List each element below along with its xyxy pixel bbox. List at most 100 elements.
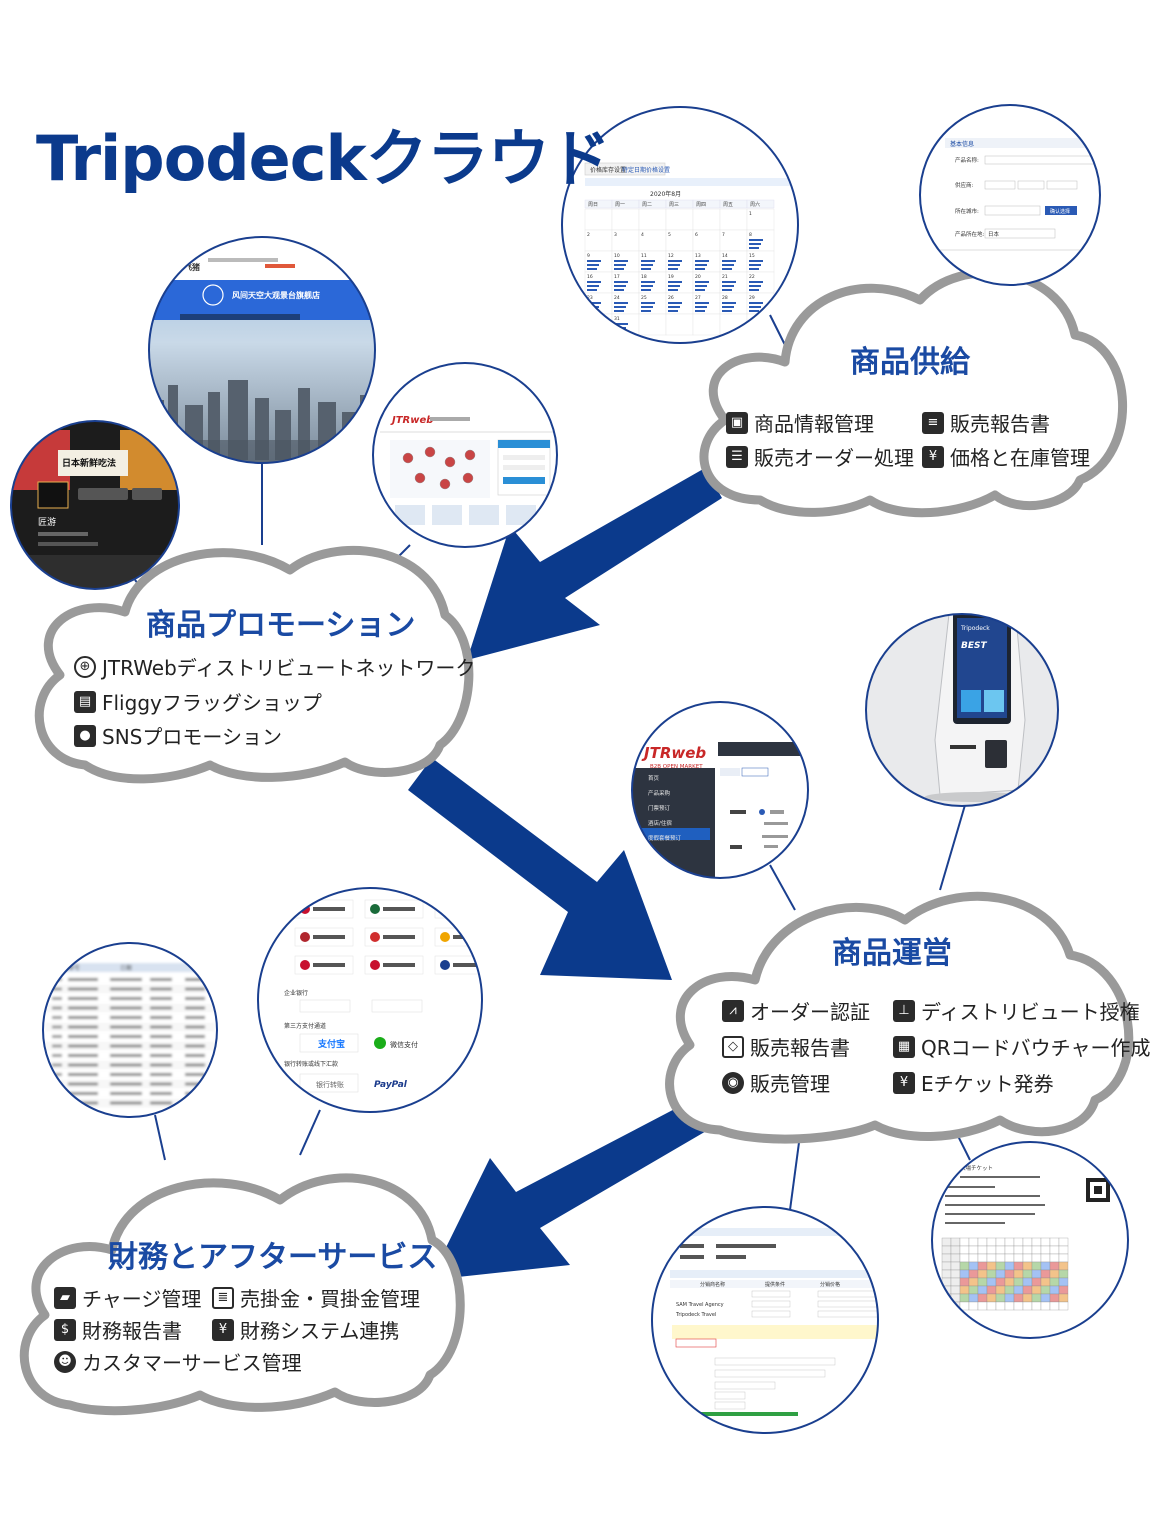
- orders-cell: [68, 1073, 98, 1076]
- voucher-grid-cell: [968, 1237, 979, 1247]
- calendar-price-mark: [749, 281, 763, 283]
- dist-header-3: 分销价格: [820, 1281, 840, 1288]
- orders-cell: [185, 1006, 205, 1010]
- calendar-price-mark: [695, 310, 705, 312]
- voucher-grid-cell: [1022, 1245, 1033, 1255]
- jtrweb-brand: JTRweb: [390, 415, 433, 426]
- fliggy-store-thumbnail: 飞猪 风间天空大观景台旗舰店: [148, 236, 376, 464]
- voucher-grid-cell: [1040, 1237, 1051, 1247]
- voucher-grid-cell: [1040, 1285, 1051, 1295]
- orders-cell: [185, 1025, 205, 1029]
- orders-cell: [52, 1054, 62, 1057]
- voucher-grid-cell: [986, 1285, 997, 1295]
- voucher-thumbnail: 入場チケット: [931, 1141, 1129, 1339]
- b2b-menu-item: 首页: [648, 774, 660, 782]
- bank-logo-text: [383, 963, 415, 967]
- supply-item-product-info: ▣ 商品情報管理: [726, 408, 874, 437]
- voucher-grid-cell: [1040, 1245, 1051, 1255]
- voucher-grid-cell: [986, 1269, 997, 1279]
- voucher-grid-cell: [1040, 1269, 1051, 1279]
- promotion-item-jtrweb: ⊕ JTRWebディストリビュートネットワーク: [74, 652, 475, 681]
- calendar-price-mark: [641, 306, 653, 308]
- voucher-grid-cell: [1022, 1285, 1033, 1295]
- calendar-price-mark: [749, 239, 763, 241]
- calendar-price-mark: [749, 247, 759, 249]
- calendar-price-mark: [614, 310, 624, 312]
- voucher-grid-cell: [995, 1269, 1006, 1279]
- promotion-item-label: Fliggyフラッグショップ: [102, 691, 322, 715]
- calendar-weekday-label: 周六: [750, 201, 760, 208]
- voucher-grid-cell: [1031, 1285, 1042, 1295]
- voucher-grid-cell: [1058, 1261, 1069, 1271]
- voucher-grid-cell: [1004, 1261, 1015, 1271]
- voucher-grid-cell: [977, 1261, 988, 1271]
- calendar-price-mark: [587, 310, 597, 312]
- orders-header-1: 订单号: [62, 964, 80, 972]
- calendar-price-mark: [614, 289, 624, 291]
- voucher-grid-cell: [1031, 1293, 1042, 1303]
- wallet-icon: ▰: [54, 1286, 76, 1309]
- orders-cell: [150, 1073, 172, 1076]
- calendar-price-mark: [641, 268, 651, 270]
- voucher-grid-cell: [959, 1269, 970, 1279]
- sns-caption: 日本新鲜吃法: [62, 457, 116, 469]
- calendar-price-mark: [587, 289, 597, 291]
- orders-header-2: 日期: [120, 964, 132, 972]
- orders-cell: [68, 997, 98, 1000]
- calendar-price-mark: [614, 260, 628, 262]
- orders-cell: [110, 1035, 142, 1038]
- b2b-subtitle: B2B OPEN MARKET: [650, 764, 703, 770]
- payments-wechat: 微信支付: [390, 1040, 418, 1049]
- orders-cell: [185, 1016, 205, 1019]
- calendar-day-number: 18: [641, 274, 647, 280]
- calendar-price-mark: [641, 281, 655, 283]
- finance-item-receivables: ≣ 売掛金・買掛金管理: [212, 1283, 420, 1312]
- operation-item-label: 販売報告書: [750, 1036, 850, 1060]
- calendar-price-mark: [722, 281, 736, 283]
- cloud-shapes: [19, 268, 1134, 1416]
- calendar-day-cell: [746, 313, 775, 336]
- b2b-menu-item: 度假套餐预订: [648, 834, 682, 842]
- calendar-weekday-label: 周日: [588, 202, 598, 208]
- ledger-icon: ≣: [212, 1286, 234, 1309]
- calendar-price-mark: [722, 268, 732, 270]
- voucher-grid-cell: [1004, 1277, 1015, 1287]
- form-section: 基本信息: [950, 140, 974, 148]
- calendar-day-number: 20: [695, 274, 701, 280]
- orders-cell: [185, 1035, 205, 1038]
- distribution-thumbnail: 分销商名称 提供条件 分销价格 SAM Travel Agency Tripod…: [651, 1206, 879, 1434]
- calendar-price-mark: [614, 306, 626, 308]
- supply-cloud-title: 商品供給: [850, 345, 970, 380]
- bank-logo-mark: [300, 960, 310, 970]
- voucher-grid-cell: [1049, 1301, 1060, 1311]
- voucher-grid-cell: [1031, 1245, 1042, 1255]
- calendar-day-number: 22: [749, 274, 755, 280]
- calendar-day-cell: [638, 208, 667, 231]
- orders-cell: [110, 1006, 142, 1010]
- calendar-day-number: 17: [614, 274, 620, 280]
- payments-section-3: 银行转账或线下汇款: [284, 1060, 338, 1068]
- voucher-grid-cell: [959, 1237, 970, 1247]
- dist-row-1: SAM Travel Agency: [676, 1302, 724, 1308]
- storefront-icon: ▤: [74, 690, 96, 713]
- calendar-price-mark: [668, 306, 680, 308]
- voucher-grid-cell: [950, 1261, 961, 1271]
- orders-table-thumbnail: 订单号 日期: [42, 942, 218, 1118]
- orders-cell: [68, 1016, 98, 1019]
- bank-logo-mark: [370, 904, 380, 914]
- b2b-menu-item: 产品采购: [648, 789, 671, 797]
- voucher-grid-cell: [995, 1245, 1006, 1255]
- finance-item-system-link: ¥ 財務システム連携: [212, 1315, 399, 1344]
- voucher-grid-cell: [1022, 1277, 1033, 1287]
- orders-cell: [185, 987, 205, 991]
- voucher-grid-cell: [1040, 1301, 1051, 1311]
- dist-header-2: 提供条件: [765, 1281, 785, 1288]
- voucher-grid-cell: [959, 1293, 970, 1303]
- voucher-grid-cell: [1022, 1269, 1033, 1279]
- calendar-day-number: 25: [641, 295, 647, 301]
- calendar-price-mark: [587, 285, 599, 287]
- voucher-grid-cell: [959, 1277, 970, 1287]
- operation-item-sales-management: ◉ 販売管理: [722, 1068, 830, 1097]
- calendar-price-mark: [695, 306, 707, 308]
